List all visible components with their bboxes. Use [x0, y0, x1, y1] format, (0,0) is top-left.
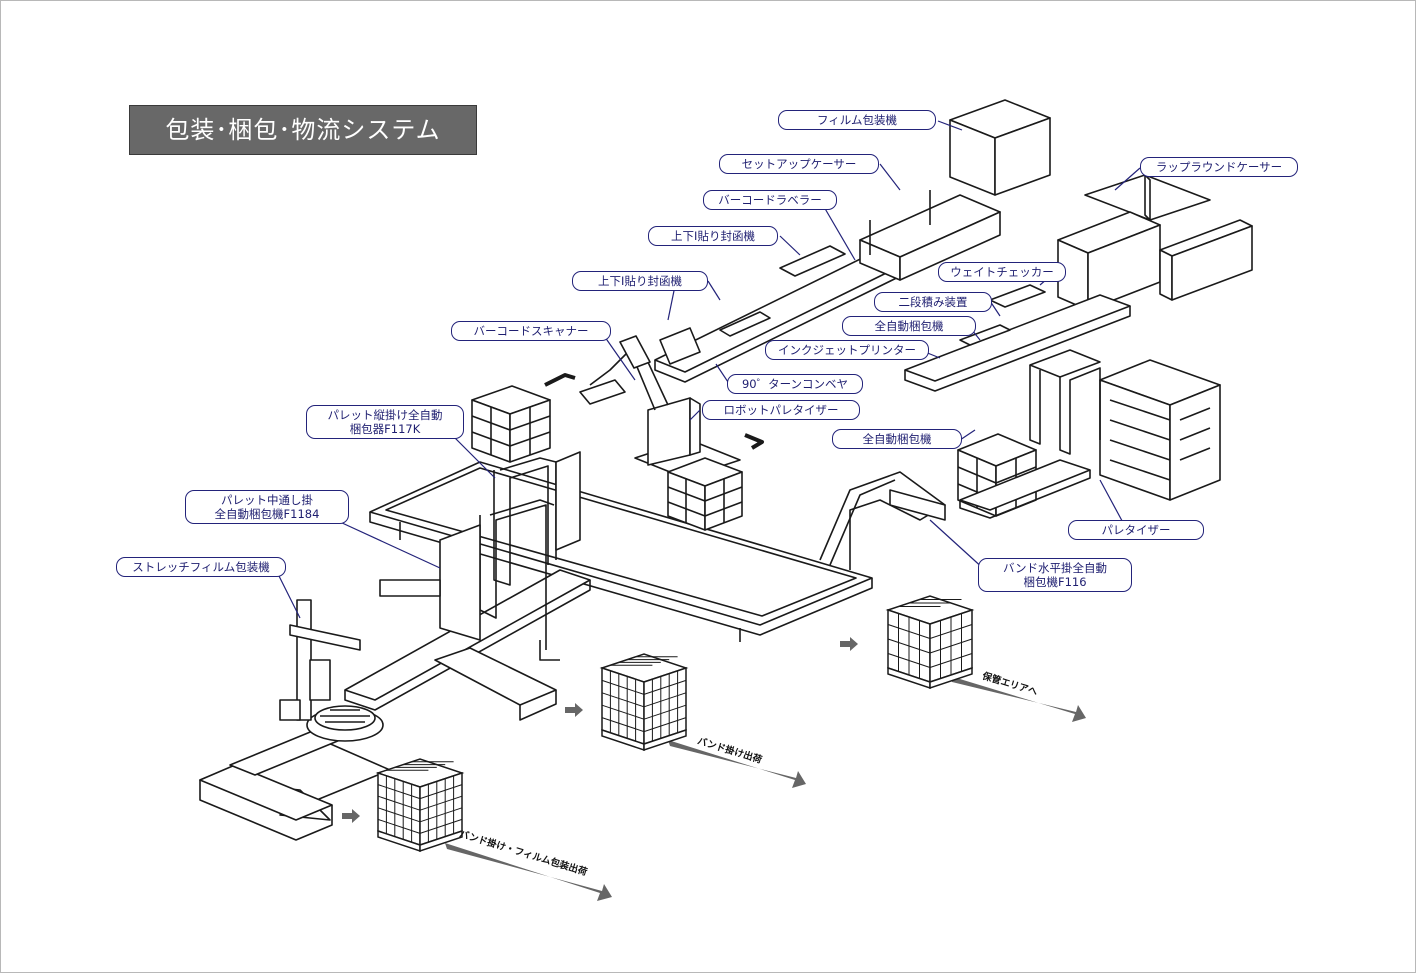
callout-pallet-through-line1: パレット中通し掛	[221, 493, 313, 507]
pallet-load-left	[471, 385, 551, 463]
main-conveyor	[369, 461, 873, 642]
callout-auto-strapper-mid: 全自動梱包機	[832, 429, 962, 449]
callout-pallet-vertical-line1: パレット縦掛け全自動	[327, 408, 443, 422]
palletizer-machine	[1099, 359, 1221, 501]
right-inline-conveyor	[904, 284, 1131, 392]
floor-turn-marker	[544, 373, 576, 387]
callout-inkjet-printer: インクジェットプリンター	[765, 340, 929, 360]
horizontal-strapper-machine	[819, 471, 946, 570]
callout-wraparound-caser: ラップラウンドケーサー	[1140, 157, 1298, 177]
callout-sealer-lower: 上下Ⅰ貼り封函機	[572, 271, 708, 291]
through-strapper-machine	[379, 499, 560, 661]
right-conveyor	[959, 459, 1091, 519]
callout-turn-conveyor: 90゜ターンコンベヤ	[727, 374, 863, 394]
callout-robot-palletizer: ロボットパレタイザー	[702, 400, 860, 420]
pallet-load-robot	[667, 457, 743, 531]
callout-two-tier-stacker: 二段積み装置	[874, 292, 992, 312]
flow-arrows	[342, 637, 1086, 901]
callout-film-wrapper: フィルム包装機	[778, 110, 936, 130]
callout-pallet-vertical-line2: 梱包器F117K	[349, 422, 421, 436]
callout-barcode-labeler: バーコードラベラー	[703, 190, 837, 210]
callout-auto-strapper-top: 全自動梱包機	[842, 316, 976, 336]
mid-strapper-machine	[1029, 349, 1101, 455]
callout-setup-caser: セットアップケーサー	[719, 154, 879, 174]
bottom-left-conveyor	[199, 727, 391, 841]
callout-weight-checker: ウェイトチェッカー	[938, 262, 1066, 282]
callout-sealer-upper: 上下Ⅰ貼り封函機	[648, 226, 778, 246]
floor-turn-marker	[744, 433, 764, 450]
callout-pallet-vertical-strapper: パレット縦掛け全自動 梱包器F117K	[306, 405, 464, 439]
setup-caser-machine	[859, 190, 1001, 281]
callout-palletizer: パレタイザー	[1068, 520, 1204, 540]
vertical-strapper-machine	[493, 451, 581, 586]
callout-band-horizontal-line2: 梱包機F116	[1023, 575, 1087, 589]
callout-band-horizontal-line1: バンド水平掛全自動	[1002, 561, 1108, 575]
wraparound-caser-machine	[1057, 174, 1253, 311]
page-title: 包装･梱包･物流システム	[129, 105, 477, 155]
callout-barcode-scanner: バーコードスキャナー	[451, 321, 611, 341]
callout-pallet-through-strapper: パレット中通し掛 全自動梱包機F1184	[185, 490, 349, 524]
callout-pallet-through-line2: 全自動梱包機F1184	[214, 507, 320, 521]
stretch-wrapper-machine	[279, 599, 384, 742]
callout-stretch-wrapper: ストレッチフィルム包装機	[116, 557, 286, 577]
film-wrapper-machine	[949, 99, 1051, 196]
callout-band-horizontal-strapper: バンド水平掛全自動 梱包機F116	[978, 558, 1132, 592]
